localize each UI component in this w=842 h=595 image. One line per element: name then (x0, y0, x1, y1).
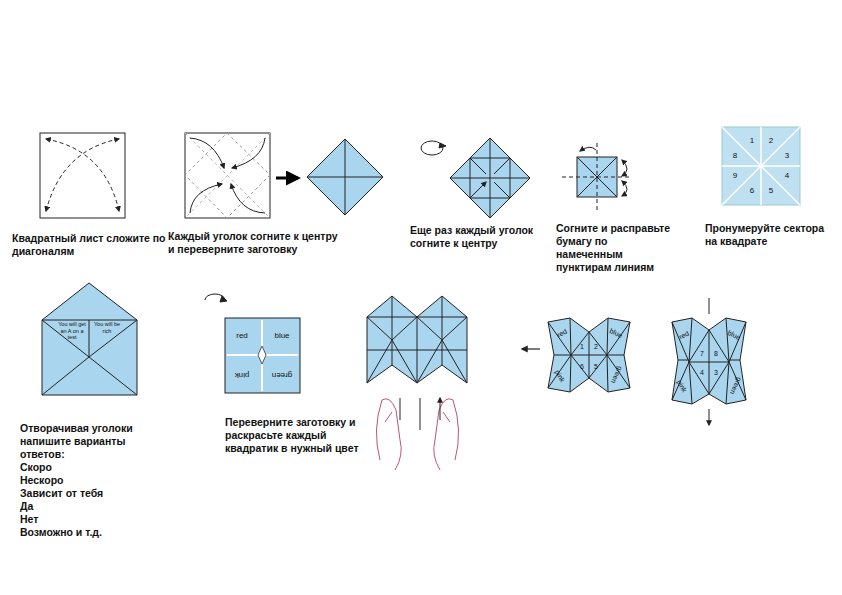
caption-text: Отворачивая уголоки напишите варианты от… (20, 422, 170, 461)
caption-text: You will get an A on a test (57, 321, 87, 341)
caption-text: Возможно и т.д. (20, 526, 170, 539)
sector-label: pink (235, 371, 250, 379)
sector-label: 3 (714, 369, 718, 376)
caption-text: Зависит от тебя (20, 487, 170, 500)
sector-label: 8 (714, 350, 718, 357)
sector-label: 2 (769, 137, 773, 145)
caption-text: Квадратный лист сложите по диагоналям (12, 232, 172, 258)
sector-label: 7 (700, 350, 704, 357)
sector-label: 6 (580, 363, 584, 370)
caption-text: Каждый уголок согните к центру и перевер… (168, 230, 343, 256)
sector-label: green (272, 371, 292, 379)
caption-text: Переверните заготовку и раскрасьте кажды… (225, 416, 365, 455)
sector-label: 8 (733, 152, 737, 160)
caption-text: Скоро (20, 461, 170, 474)
sector-label: 5 (594, 363, 598, 370)
caption-text: You will be rich (92, 321, 122, 334)
sector-label: 4 (700, 369, 704, 376)
sector-label: 4 (785, 172, 789, 180)
sector-label: 9 (733, 172, 737, 180)
caption-text: Еще раз каждый уголок согните к центру (410, 224, 545, 250)
sector-label: 2 (594, 343, 598, 350)
sector-label: 5 (769, 187, 773, 195)
sector-label: 1 (580, 343, 584, 350)
caption-text: Нескоро (20, 474, 170, 487)
sector-label: 6 (750, 187, 754, 195)
sector-label: 1 (750, 137, 754, 145)
sector-label: blue (274, 332, 289, 340)
caption-text: Пронумеруйте сектора на квадрате (705, 222, 830, 248)
caption-text: Да (20, 500, 170, 513)
sector-label: 3 (785, 152, 789, 160)
sector-label: red (236, 332, 248, 340)
caption-text: Согните и расправьте бумагу по намеченны… (556, 222, 674, 274)
caption-text: Нет (20, 513, 170, 526)
